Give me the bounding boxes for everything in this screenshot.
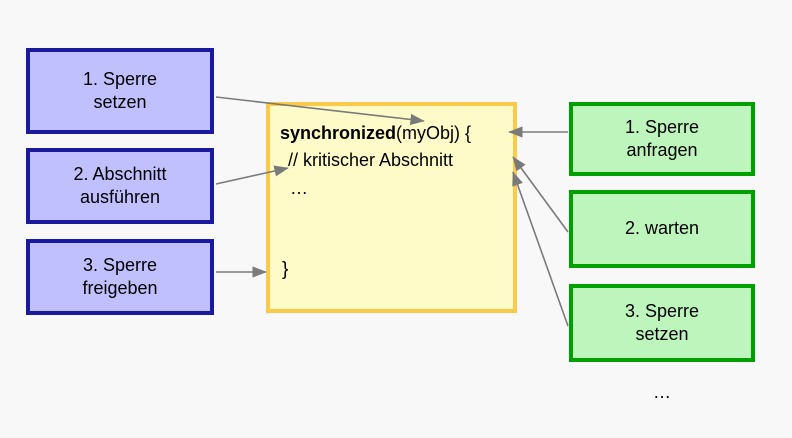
- left-step-3-line2: freigeben: [82, 278, 158, 298]
- left-step-box-1[interactable]: 1. Sperre setzen: [26, 48, 214, 134]
- right-step-box-3[interactable]: 3. Sperre setzen: [569, 284, 755, 362]
- right-step-box-2[interactable]: 2. warten: [569, 190, 755, 268]
- left-step-1-line2: setzen: [93, 92, 147, 112]
- left-step-box-3[interactable]: 3. Sperre freigeben: [26, 239, 214, 315]
- right-step-3-line1: 3. Sperre: [624, 300, 700, 321]
- code-line-1-rest: (myObj) {: [396, 123, 472, 143]
- right-steps-ellipsis: …: [653, 382, 671, 402]
- code-line-3-ellipsis: …: [290, 177, 308, 198]
- right-step-box-1[interactable]: 1. Sperre anfragen: [569, 102, 755, 176]
- right-step-3-line2: setzen: [635, 324, 689, 344]
- code-keyword-synchronized: synchronized: [280, 123, 397, 143]
- code-line-4-closing-brace: }: [282, 259, 289, 280]
- code-line-2-comment: // kritischer Abschnitt: [288, 150, 454, 171]
- right-step-1-line2: anfragen: [626, 140, 698, 160]
- left-step-3-line1: 3. Sperre: [82, 254, 158, 275]
- left-step-box-2[interactable]: 2. Abschnitt ausführen: [26, 148, 214, 224]
- code-line-1: synchronized(myObj) {: [280, 120, 513, 147]
- arrow-wait: [512, 156, 569, 233]
- arrow-lock-acquire: [512, 171, 569, 327]
- code-block: synchronized(myObj) { // kritischer Absc…: [266, 102, 517, 313]
- left-step-2-line1: 2. Abschnitt: [73, 163, 167, 184]
- left-step-2-line2: ausführen: [79, 187, 161, 207]
- right-step-2-line1: 2. warten: [624, 218, 700, 239]
- right-step-1-line1: 1. Sperre: [624, 116, 700, 137]
- left-step-1-line1: 1. Sperre: [82, 68, 158, 89]
